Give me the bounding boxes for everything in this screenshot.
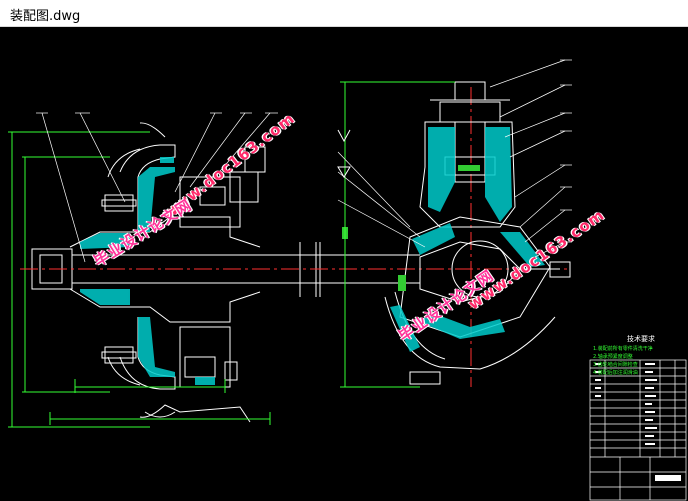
right-green-parts — [342, 165, 480, 291]
left-leaders — [36, 112, 278, 263]
roughness-symbol — [337, 129, 351, 178]
requirement-line-2: 2.轴承预紧度调整 — [593, 354, 633, 360]
left-hatching — [80, 157, 215, 385]
title-block-text-marks — [595, 363, 681, 481]
left-assembly — [31, 122, 301, 423]
window-title-bar: 装配图.dwg — [0, 0, 688, 27]
requirements-title: 技术要求 — [627, 335, 655, 343]
right-dimensions — [340, 81, 455, 388]
right-hatching — [390, 127, 545, 352]
title-block — [589, 359, 687, 501]
right-leaders — [337, 59, 572, 258]
window-title: 装配图.dwg — [10, 9, 81, 24]
left-dimensions — [8, 131, 271, 428]
cad-drawing-canvas[interactable]: 技术要求 1.装配前所有零件清洗干净 2.轴承预紧度调整 3.齿轮啮合间隙检查 … — [0, 27, 688, 501]
assembly-drawing — [8, 59, 687, 501]
requirement-line-4: 4.装配后加注润滑油 — [593, 370, 638, 376]
requirement-line-3: 3.齿轮啮合间隙检查 — [593, 362, 638, 368]
requirement-line-1: 1.装配前所有零件清洗干净 — [593, 346, 653, 352]
